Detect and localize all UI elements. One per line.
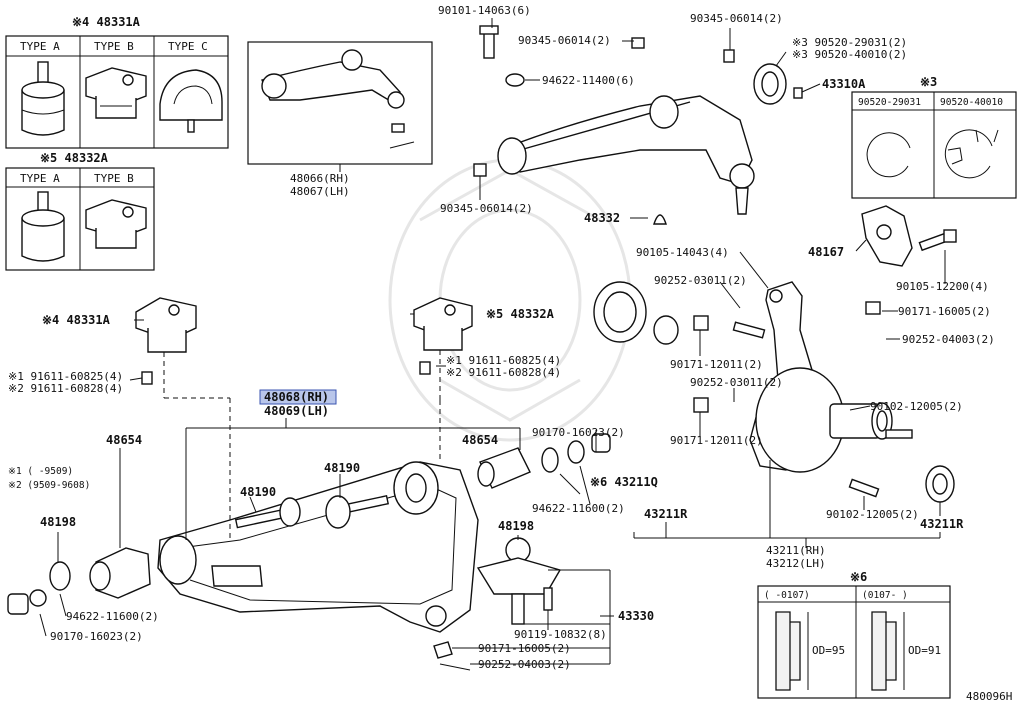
- type-a-label: TYPE A: [20, 40, 60, 53]
- label-90252-04003-a: 90252-04003(2): [902, 333, 995, 346]
- label-43211r-b: 43211R: [920, 517, 964, 531]
- type-b-label: TYPE B: [94, 40, 134, 53]
- note-2-legend: ※2 (9509-9608): [8, 480, 90, 491]
- label-91611-60828-b: ※2 91611-60828(4): [446, 366, 561, 379]
- range-a-label: ( -0107): [764, 590, 810, 601]
- lower-control-arm: [157, 461, 479, 633]
- label-90171-12011-b: 90171-12011(2): [670, 434, 763, 447]
- bushing-48654-left: [7, 547, 151, 615]
- knuckle-rh-label: 43211(RH): [766, 544, 826, 557]
- box-48332a: ※5 48332A TYPE A TYPE B: [5, 151, 155, 271]
- mount-type-b: [85, 67, 147, 119]
- diagram-id: 480096H: [966, 690, 1012, 703]
- label-91611-60828-a: ※2 91611-60828(4): [8, 382, 123, 395]
- upper-arm-lh-label: 48067(LH): [290, 185, 350, 198]
- label-90105-12200: 90105-12200(4): [896, 280, 989, 293]
- label-48190-a: 48190: [324, 461, 360, 475]
- box-note-6: ※6 ( -0107) (0107- ) OD=95 OD=91: [757, 570, 951, 699]
- mount-48331a-main: [135, 297, 197, 398]
- label-90119-10832: 90119-10832(8): [514, 628, 607, 641]
- type-a-label-2: TYPE A: [20, 172, 60, 185]
- note-1-legend: ※1 ( -9509): [8, 466, 73, 477]
- upper-arm-rh-label: 48066(RH): [290, 172, 350, 185]
- label-90171-16005-a: 90171-16005(2): [898, 305, 991, 318]
- mount-48332a-main: [413, 297, 473, 400]
- label-94622-11400: 94622-11400(6): [542, 74, 635, 87]
- label-90102-12005-a: 90102-12005(2): [870, 400, 963, 413]
- label-90345-06014-c: 90345-06014(2): [440, 202, 533, 215]
- svg-text:※3: ※3: [920, 75, 937, 89]
- label-90252-03011-b: 90252-03011(2): [690, 376, 783, 389]
- label-48190-b: 48190: [240, 485, 276, 499]
- hub-seal: [593, 281, 955, 503]
- svg-text:※5 48332A: ※5 48332A: [40, 151, 109, 165]
- label-90520-29031: ※3 90520-29031(2): [792, 36, 907, 49]
- label-43211r-a: 43211R: [644, 507, 688, 521]
- label-90345-06014-a: 90345-06014(2): [518, 34, 611, 47]
- range-b-label: (0107- ): [862, 590, 908, 601]
- clip-b-label: 90520-40010: [940, 97, 1003, 108]
- box-48331a: ※4 48331A TYPE A TYPE B TYPE C: [5, 15, 229, 149]
- mount-type-a: [21, 61, 65, 136]
- od-b-label: OD=91: [908, 644, 941, 657]
- bracket-48167: [861, 205, 957, 267]
- highlight-lh-label[interactable]: 48069(LH): [264, 404, 329, 418]
- type-b-label-2: TYPE B: [94, 172, 134, 185]
- label-90345-06014-b: 90345-06014(2): [690, 12, 783, 25]
- label-91611-60825-b: ※1 91611-60825(4): [446, 354, 561, 367]
- label-90520-40010: ※3 90520-40010(2): [792, 48, 907, 61]
- label-90102-12005-b: 90102-12005(2): [826, 508, 919, 521]
- label-48654-left: 48654: [106, 433, 142, 447]
- label-48198-left: 48198: [40, 515, 76, 529]
- label-90252-03011-a: 90252-03011(2): [654, 274, 747, 287]
- label-48654-right: 48654: [462, 433, 498, 447]
- lower-ball-joint: [433, 537, 562, 671]
- mount-type-b-2: [85, 199, 147, 249]
- part-labels: 90101-14063(6) 90345-06014(2) 90345-0601…: [8, 4, 1012, 703]
- upper-control-arm: [473, 25, 803, 225]
- label-43330: 43330: [618, 609, 654, 623]
- label-90101-14063: 90101-14063(6): [438, 4, 531, 17]
- label-90171-16005-b: 90171-16005(2): [478, 642, 571, 655]
- type-c-label: TYPE C: [168, 40, 208, 53]
- label-91611-60825-a: ※1 91611-60825(4): [8, 370, 123, 383]
- label-90252-04003-b: 90252-04003(2): [478, 658, 571, 671]
- box-note-3: ※3 90520-29031 90520-40010: [851, 75, 1017, 199]
- cam-bolt-48190: [234, 495, 390, 529]
- label-48331a-main: ※4 48331A: [42, 313, 111, 327]
- label-48198-right: 48198: [498, 519, 534, 533]
- label-90105-14043: 90105-14043(4): [636, 246, 729, 259]
- clip-a-label: 90520-29031: [858, 97, 921, 108]
- highlight-rh-label[interactable]: 48068(RH): [264, 390, 329, 404]
- upper-arm-inset: 48066(RH) 48067(LH): [247, 41, 433, 198]
- leader-lines: [39, 18, 946, 665]
- label-90171-12011-a: 90171-12011(2): [670, 358, 763, 371]
- mount-type-a-2: [21, 191, 65, 262]
- label-90170-16023-b: 90170-16023(2): [50, 630, 143, 643]
- svg-text:※6: ※6: [850, 570, 867, 584]
- label-94622-11600-a: 94622-11600(2): [532, 502, 625, 515]
- knuckle-lh-label: 43212(LH): [766, 557, 826, 570]
- label-94622-11600-b: 94622-11600(2): [66, 610, 159, 623]
- label-48332: 48332: [584, 211, 620, 225]
- label-48332a-main: ※5 48332A: [486, 307, 555, 321]
- mount-type-c: [159, 69, 223, 133]
- svg-text:※4 48331A: ※4 48331A: [72, 15, 141, 29]
- label-43310a: 43310A: [822, 77, 866, 91]
- label-43211q: ※6 43211Q: [590, 475, 658, 489]
- label-48167: 48167: [808, 245, 844, 259]
- steering-knuckle: [749, 281, 893, 473]
- od-a-label: OD=95: [812, 644, 845, 657]
- highlighted-part-48068[interactable]: 48068(RH) 48069(LH): [259, 389, 337, 418]
- label-90170-16023-a: 90170-16023(2): [532, 426, 625, 439]
